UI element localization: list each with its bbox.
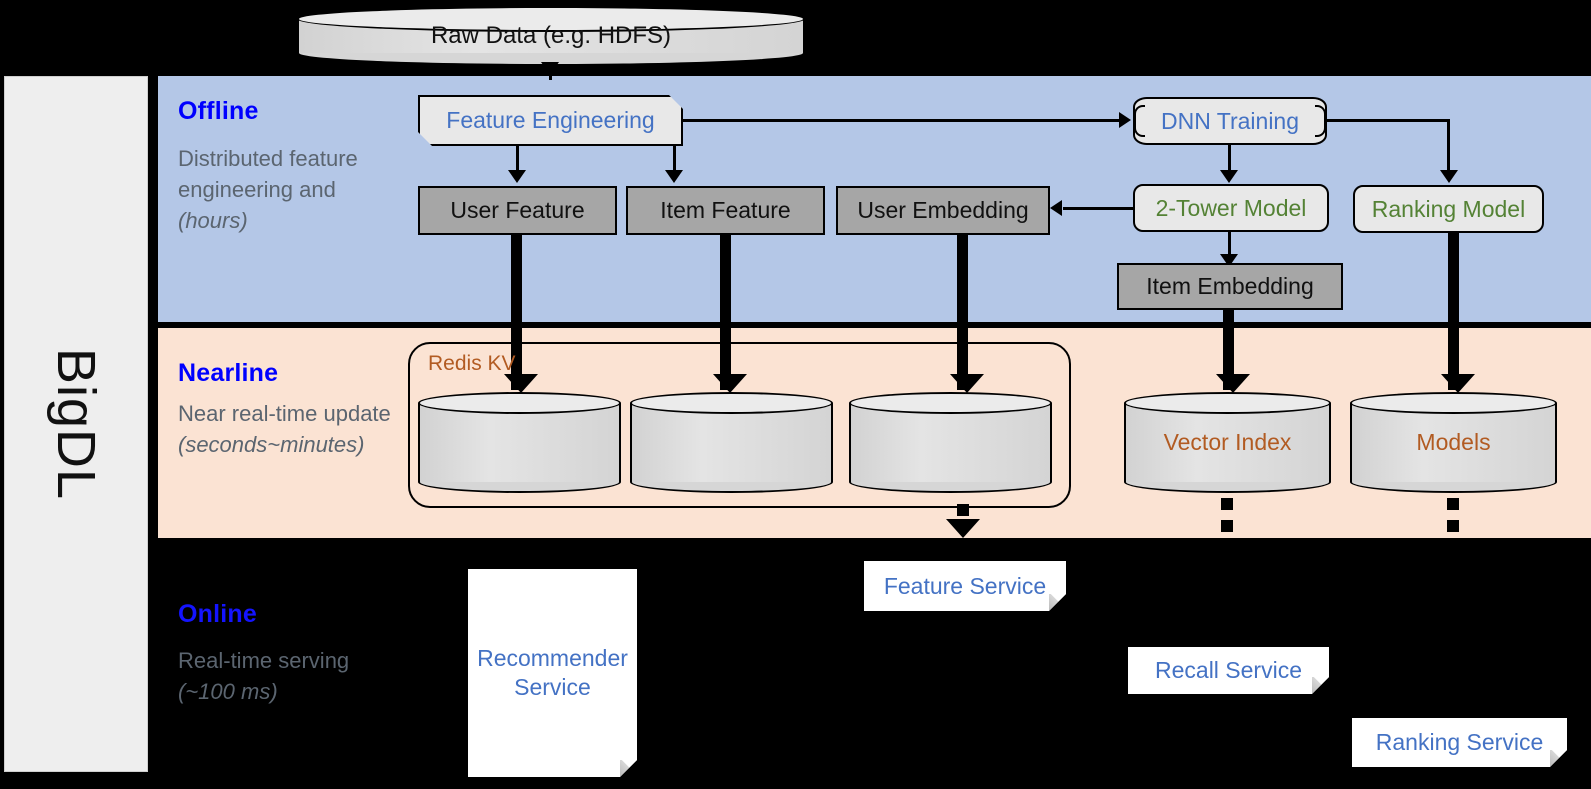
item-embedding-label: Item Embedding [1146, 273, 1314, 300]
arrowhead-dnn-twotower [1220, 170, 1238, 183]
two-tower-model-node[interactable]: 2-Tower Model [1133, 184, 1329, 232]
arrowhead-redis-featureservice [946, 519, 980, 538]
recommender-service-label: Recommender Service [477, 645, 628, 700]
ranking-model-label: Ranking Model [1371, 195, 1526, 222]
user-feature-label: User Feature [450, 197, 585, 224]
arrowhead-dnn-ranking [1440, 170, 1458, 183]
arrowhead-itemembedding-vectorindex [1216, 374, 1250, 393]
connector-vectorindex-recall-seg1 [1221, 498, 1233, 510]
ranking-model-node[interactable]: Ranking Model [1353, 185, 1544, 233]
connector-models-ranking-seg2 [1447, 520, 1459, 532]
offline-desc-text: Distributed feature engineering and [178, 146, 358, 203]
cylinder-body [1124, 403, 1331, 482]
connector-dnn-ranking-v [1447, 119, 1450, 173]
online-title: Online [178, 600, 257, 628]
redis-store-item-feature[interactable] [630, 392, 833, 493]
connector-fe-userfeature [516, 146, 519, 172]
offline-description: Distributed feature engineering and (hou… [178, 143, 403, 237]
pipe-userembedding-store [957, 235, 968, 390]
arrowhead-userfeature-store [504, 374, 538, 393]
pipe-itemfeature-store [720, 235, 731, 390]
bigdl-text: BigDL [46, 347, 107, 501]
cylinder-top [1350, 392, 1557, 414]
connector-models-ranking-seg1 [1447, 498, 1459, 510]
cylinder-body [630, 403, 833, 482]
feature-service-label: Feature Service [883, 572, 1047, 599]
connector-fe-dnn [683, 119, 1121, 122]
arrowhead-itemfeature-store [713, 374, 747, 393]
redis-store-user-feature[interactable] [418, 392, 621, 493]
arrowhead-fe-userfeature [508, 170, 526, 183]
online-latency: (~100 ms) [178, 679, 278, 705]
online-description: Real-time serving (~100 ms) [178, 645, 378, 707]
dnn-training-node[interactable]: DNN Training [1133, 97, 1327, 145]
cylinder-top [297, 6, 805, 32]
redis-kv-container [408, 342, 1071, 508]
redis-kv-label: Redis KV [428, 352, 516, 375]
connector-redis-featureservice-seg [957, 504, 969, 516]
dnn-training-label: DNN Training [1160, 107, 1300, 134]
arrowhead-userembedding-store [950, 374, 984, 393]
ranking-service-label: Ranking Service [1375, 729, 1544, 756]
recall-service-node[interactable]: Recall Service [1128, 647, 1329, 694]
pipe-userfeature-store [511, 235, 522, 390]
item-embedding-node[interactable]: Item Embedding [1117, 263, 1343, 310]
feature-engineering-node[interactable]: Feature Engineering [418, 95, 683, 146]
redis-store-user-embedding[interactable] [849, 392, 1052, 493]
recall-service-label: Recall Service [1155, 657, 1302, 684]
nearline-description: Near real-time update (seconds~minutes) [178, 398, 403, 460]
user-feature-node[interactable]: User Feature [418, 186, 617, 235]
arrowhead-fe-itemfeature [665, 170, 683, 183]
models-store[interactable]: Models [1350, 392, 1557, 493]
arrowhead-twotower-userembedding [1050, 200, 1062, 216]
online-desc-text: Real-time serving [178, 648, 350, 673]
connector-twotower-itememb [1228, 232, 1231, 258]
connector-fe-itemfeature [673, 146, 676, 172]
nearline-desc-text: Near real-time update [178, 401, 391, 426]
cylinder-body [1350, 403, 1557, 482]
connector-twotower-userembedding [1063, 207, 1135, 210]
cylinder-top [1124, 392, 1331, 414]
feature-service-node[interactable]: Feature Service [864, 561, 1066, 611]
cylinder-body [418, 403, 621, 482]
nearline-title: Nearline [178, 359, 279, 387]
pipe-itemembedding-vectorindex [1223, 310, 1234, 390]
offline-latency: (hours) [178, 208, 248, 234]
connector-dnn-ranking-h [1327, 119, 1450, 122]
item-feature-label: Item Feature [660, 197, 791, 224]
connector-vectorindex-recall-seg2 [1221, 520, 1233, 532]
user-embedding-label: User Embedding [857, 197, 1029, 224]
pipe-rankingmodel-models [1448, 233, 1459, 390]
ranking-service-node[interactable]: Ranking Service [1352, 718, 1567, 767]
arrowhead-rawdata-fe [541, 62, 559, 75]
arrowhead-fe-dnn [1119, 112, 1131, 128]
recommender-service-node[interactable]: Recommender Service [468, 569, 637, 777]
cylinder-top [849, 392, 1052, 414]
nearline-latency: (seconds~minutes) [178, 432, 365, 458]
two-tower-model-label: 2-Tower Model [1155, 194, 1307, 221]
offline-title: Offline [178, 97, 259, 125]
connector-dnn-twotower [1228, 145, 1231, 173]
vector-index-store[interactable]: Vector Index [1124, 392, 1331, 493]
cylinder-top [630, 392, 833, 414]
arrowhead-rankingmodel-models [1441, 374, 1475, 393]
user-embedding-node[interactable]: User Embedding [836, 186, 1050, 235]
item-feature-node[interactable]: Item Feature [626, 186, 825, 235]
raw-data-store[interactable]: Raw Data (e.g. HDFS) [297, 6, 805, 66]
cylinder-top [418, 392, 621, 414]
cylinder-body [849, 403, 1052, 482]
bigdl-label: BigDL [5, 77, 147, 771]
feature-engineering-label: Feature Engineering [446, 107, 655, 134]
bigdl-rail: BigDL [4, 76, 148, 772]
